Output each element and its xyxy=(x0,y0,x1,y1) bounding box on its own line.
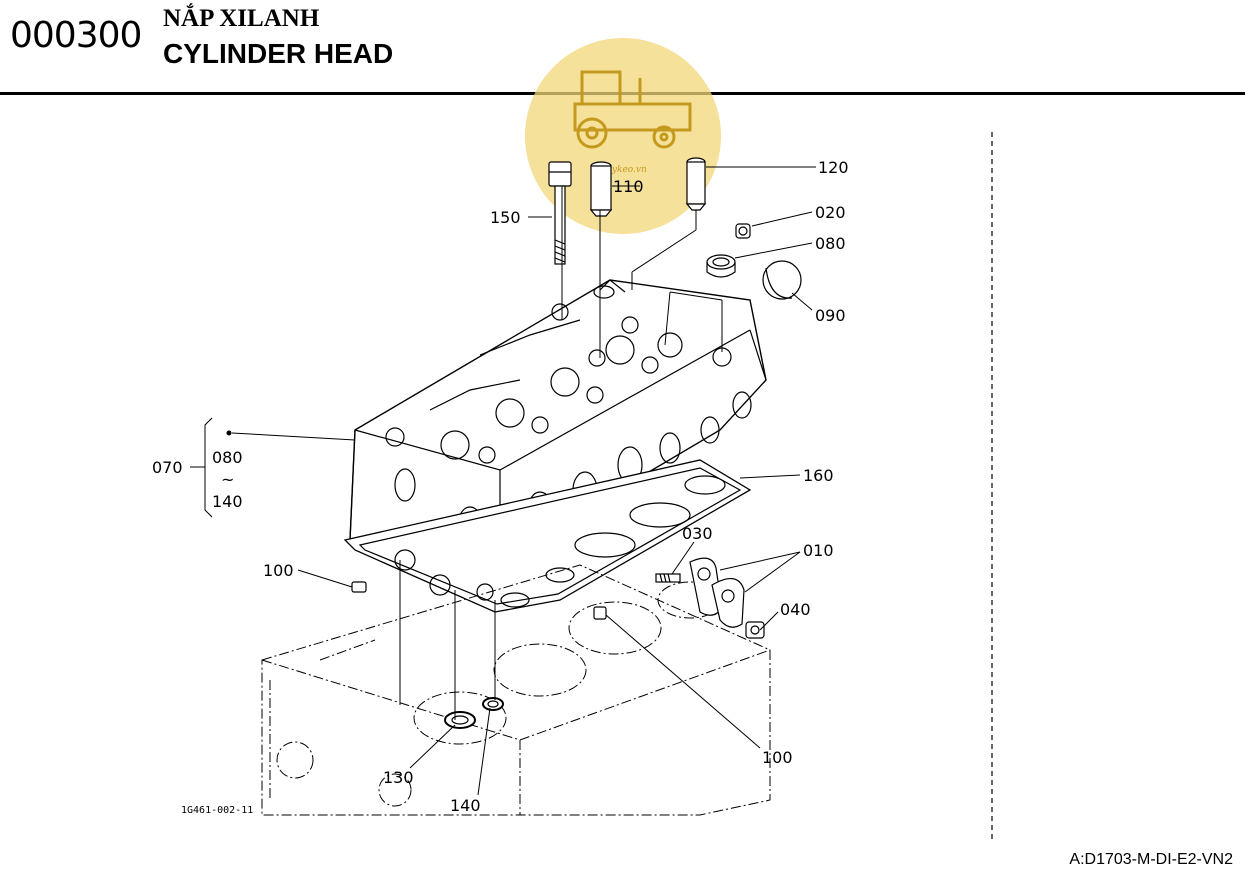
callout-100-left: 100 xyxy=(263,561,294,580)
callout-100-right: 100 xyxy=(762,748,793,767)
footer-model-code: A:D1703-M-DI-E2-VN2 xyxy=(1069,851,1233,868)
title-english: CYLINDER HEAD xyxy=(163,38,394,69)
callout-030: 030 xyxy=(682,524,713,543)
bolt-150 xyxy=(548,161,572,265)
cylinder-head xyxy=(349,279,767,561)
cap-090 xyxy=(762,260,802,300)
callout-150: 150 xyxy=(490,208,521,227)
stud-030 xyxy=(655,573,681,583)
section-code: 000300 xyxy=(10,15,142,56)
dowel-100-left xyxy=(351,581,367,593)
sleeve-120 xyxy=(685,157,707,211)
callout-range-tilde: ~ xyxy=(221,470,234,489)
figure-id: 1G461-002-11 xyxy=(181,805,253,816)
callout-090: 090 xyxy=(815,306,846,325)
hanger-010 xyxy=(689,557,745,628)
callout-020: 020 xyxy=(815,203,846,222)
watermark-circle xyxy=(525,38,721,234)
plug-020 xyxy=(735,223,751,239)
callout-140-bottom: 140 xyxy=(450,796,481,815)
watermark-text: maykeo.vn xyxy=(598,165,647,175)
callout-160: 160 xyxy=(803,466,834,485)
stud-110 xyxy=(589,161,613,217)
dowel-100-right xyxy=(593,606,607,620)
callout-140-range-end: 140 xyxy=(212,492,243,511)
leader-lines xyxy=(190,166,816,796)
callout-080-range-start: 080 xyxy=(212,448,243,467)
callout-070: 070 xyxy=(152,458,183,477)
callout-130: 130 xyxy=(383,768,414,787)
callout-110: 110 xyxy=(613,177,644,196)
callout-010: 010 xyxy=(803,541,834,560)
callout-080-top: 080 xyxy=(815,234,846,253)
title-vietnamese: NẮP XILANH xyxy=(163,5,320,32)
callout-120: 120 xyxy=(818,158,849,177)
gasket-160 xyxy=(343,459,752,613)
watermark: maykeo.vn xyxy=(525,38,721,234)
cylinder-block xyxy=(261,564,771,816)
seal-140 xyxy=(482,697,504,711)
callout-040: 040 xyxy=(780,600,811,619)
seal-130 xyxy=(444,711,476,729)
seal-080 xyxy=(706,254,736,278)
tractor-icon xyxy=(573,70,692,149)
nut-040 xyxy=(745,621,765,639)
